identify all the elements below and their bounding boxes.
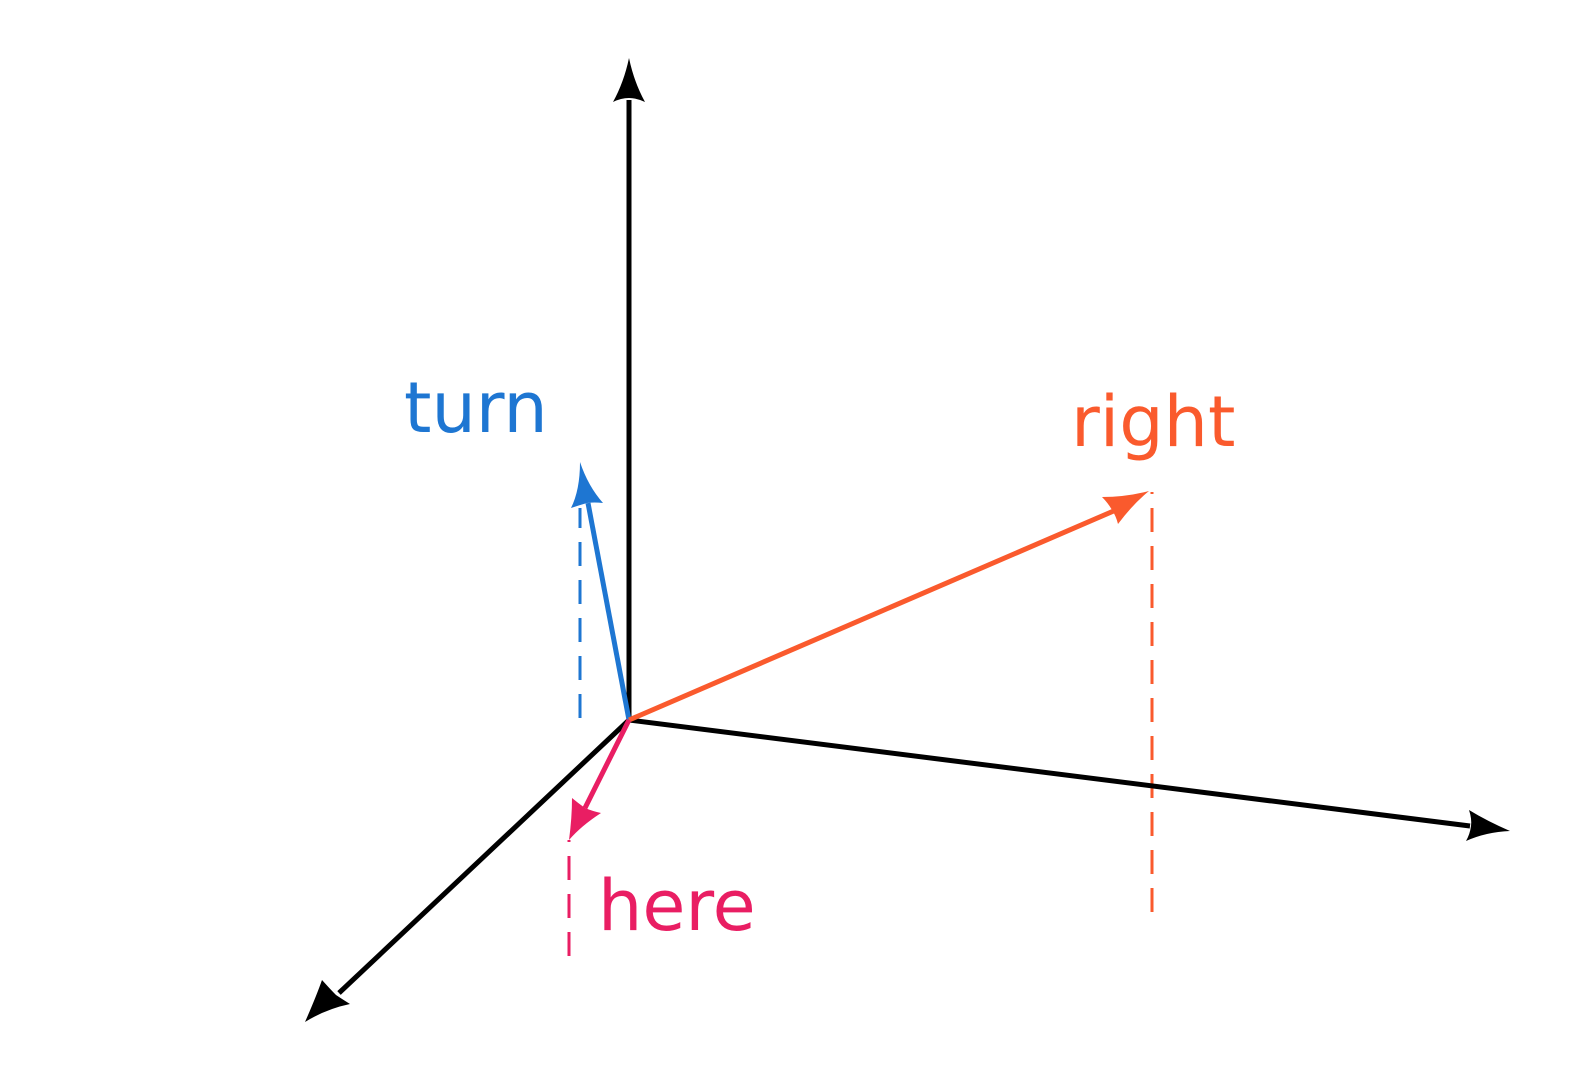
turn-label: turn (404, 367, 548, 449)
depth-axis-arrowhead (305, 980, 350, 1022)
here-vector (582, 718, 632, 810)
right-vector (628, 507, 1117, 723)
depth-axis (337, 718, 631, 995)
here-vector-arrowhead (569, 798, 601, 840)
vertical-axis-arrowhead (613, 58, 645, 102)
axes (305, 58, 1510, 1022)
projection-guides (567, 492, 1154, 956)
vectors (569, 462, 1149, 840)
turn-vector-arrowhead (571, 462, 603, 508)
horizontal-axis (628, 717, 1471, 829)
turn-vector (585, 502, 632, 721)
vector-labels: turn right here (404, 367, 1235, 947)
right-vector-arrowhead (1102, 491, 1149, 524)
here-label: here (598, 865, 756, 947)
right-label: right (1071, 381, 1235, 463)
horizontal-axis-arrowhead (1466, 810, 1510, 841)
